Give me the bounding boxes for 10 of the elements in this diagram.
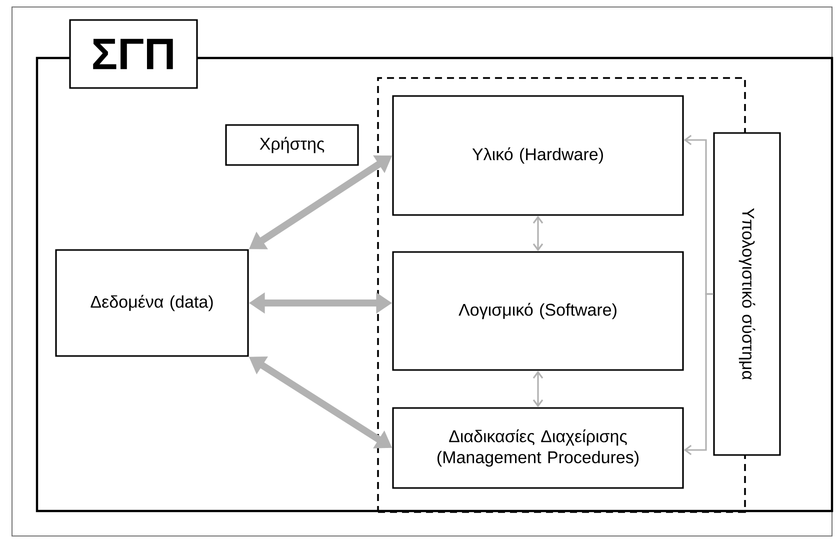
arrow [532, 370, 544, 408]
arrow [684, 293, 714, 456]
user-box: Χρήστης [225, 124, 359, 166]
hardware-box: Υλικό (Hardware) [392, 95, 684, 216]
title-box: ΣΓΠ [69, 19, 198, 89]
procedures-box: Διαδικασίες Διαχείρισης (Management Procedures) [392, 407, 684, 489]
data-box: Δεδομένα (data) [55, 249, 249, 357]
computer-system-box: Υπολογιστικό σύστημα [713, 132, 781, 456]
software-box: Λογισμικό (Software) [392, 251, 684, 371]
arrow [532, 216, 544, 252]
